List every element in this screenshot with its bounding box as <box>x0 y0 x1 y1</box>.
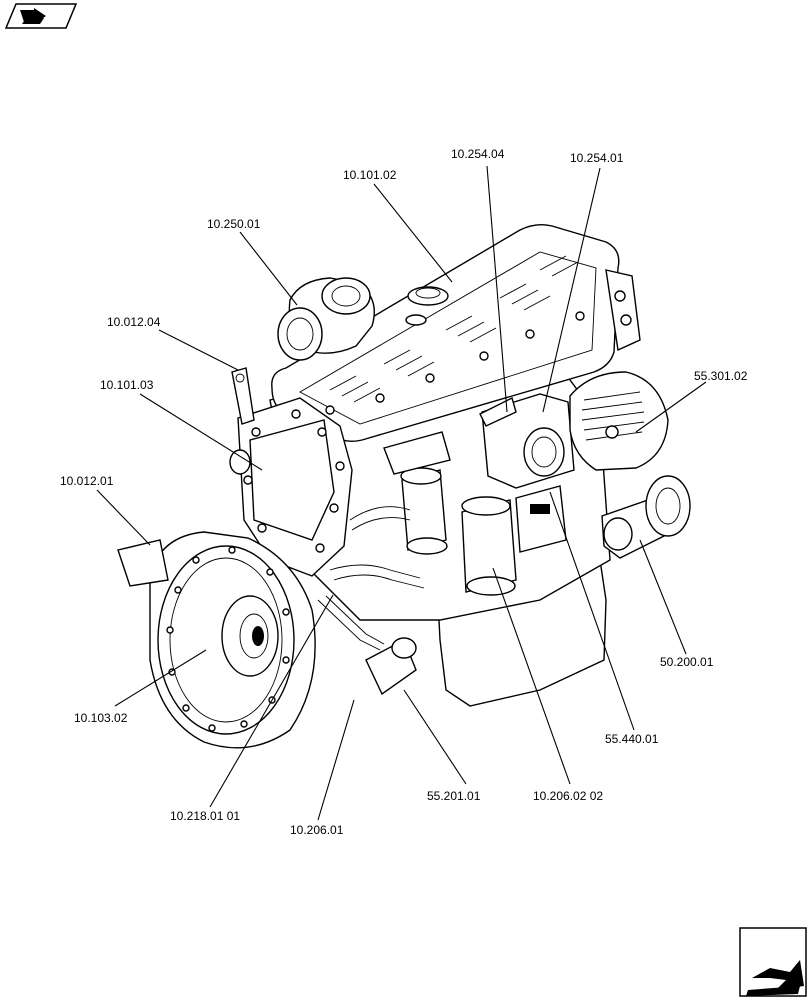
callout-10-250-01[interactable]: 10.250.01 <box>207 217 261 231</box>
back-nav-icon[interactable] <box>4 3 78 29</box>
callout-10-206-01[interactable]: 10.206.01 <box>290 823 344 837</box>
engine-illustration <box>117 223 691 749</box>
callout-55-440-01[interactable]: 55.440.01 <box>605 732 659 746</box>
callout-55-301-02[interactable]: 55.301.02 <box>694 369 748 383</box>
ecu <box>515 485 567 553</box>
callout-labels: 10.254.04 10.254.01 10.101.02 10.250.01 … <box>60 147 748 837</box>
leader-lines <box>96 165 707 821</box>
fuel-filter-1 <box>383 431 451 555</box>
fuel-filter-2 <box>461 496 517 596</box>
front-cover <box>229 367 353 577</box>
callout-10-101-02[interactable]: 10.101.02 <box>343 168 397 182</box>
next-nav-icon[interactable] <box>739 927 807 997</box>
callout-10-254-01[interactable]: 10.254.01 <box>570 151 624 165</box>
intake-housing <box>479 393 575 489</box>
alternator <box>569 371 669 471</box>
starter <box>365 637 417 696</box>
callout-10-012-01[interactable]: 10.012.01 <box>60 474 114 488</box>
callout-55-201-01[interactable]: 55.201.01 <box>427 789 481 803</box>
callout-10-254-04[interactable]: 10.254.04 <box>451 147 505 161</box>
flywheel <box>117 531 316 749</box>
ac-compressor <box>601 475 691 559</box>
callout-10-012-04[interactable]: 10.012.04 <box>107 315 161 329</box>
callout-50-200-01[interactable]: 50.200.01 <box>660 655 714 669</box>
callout-10-101-03[interactable]: 10.101.03 <box>100 378 154 392</box>
callout-10-218-01-01[interactable]: 10.218.01 01 <box>170 809 240 823</box>
callout-10-206-02-02[interactable]: 10.206.02 02 <box>533 789 603 803</box>
turbocharger <box>277 277 375 361</box>
callout-10-103-02[interactable]: 10.103.02 <box>74 711 128 725</box>
